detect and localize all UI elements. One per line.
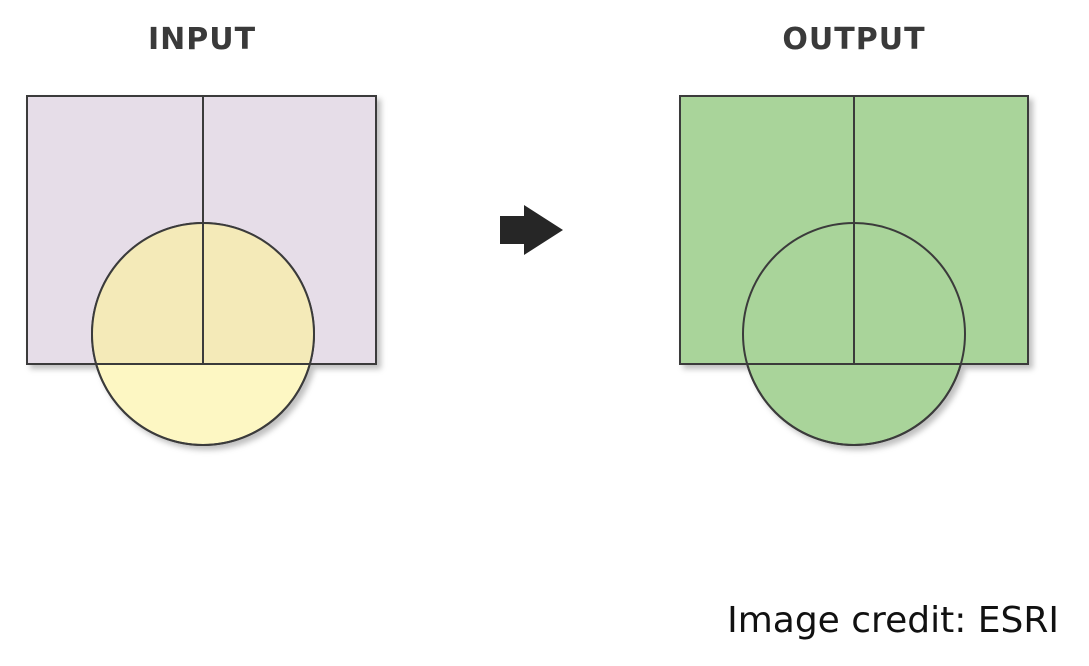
right-arrow-icon [500,205,563,255]
image-credit: Image credit: ESRI [727,600,1059,641]
output-panel [679,95,1029,446]
output-label: OUTPUT [782,22,926,57]
output-rectangle-outline [679,95,1029,365]
input-label: INPUT [147,22,257,57]
input-circle-outline [91,222,315,446]
input-panel [26,95,377,446]
input-rectangle-outline [26,95,377,365]
output-circle-outline [742,222,966,446]
